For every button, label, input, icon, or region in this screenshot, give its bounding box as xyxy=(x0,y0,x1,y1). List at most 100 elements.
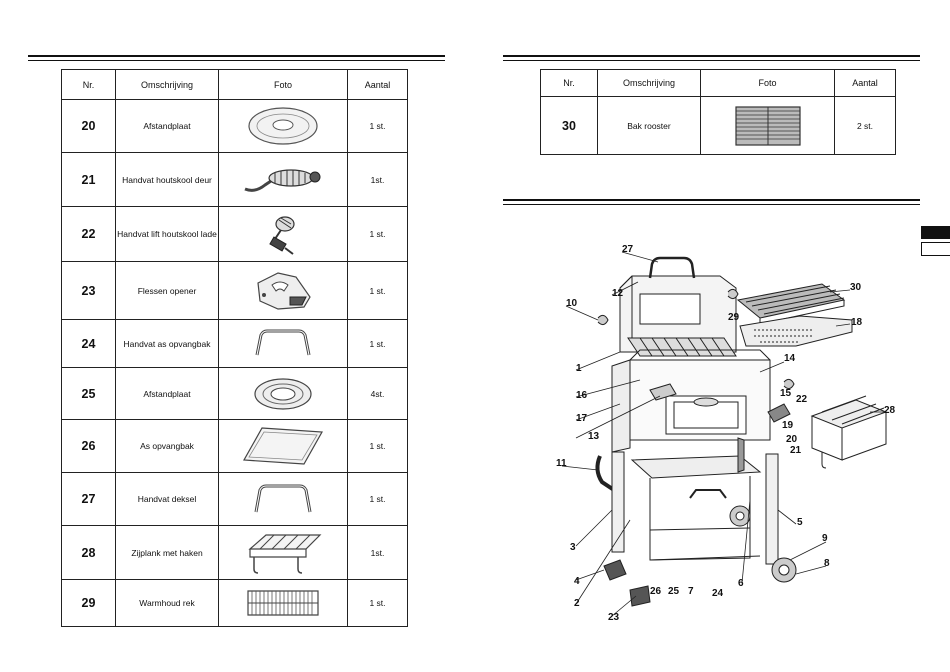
header-nr: Nr. xyxy=(61,69,116,100)
row-photo xyxy=(218,472,348,526)
callout-label: 29 xyxy=(728,312,740,323)
row-nr: 22 xyxy=(61,206,116,262)
callout-label: 28 xyxy=(884,405,896,416)
callout-label: 18 xyxy=(851,317,863,328)
section-tab-active xyxy=(921,226,950,239)
left-header-rule-thin xyxy=(28,60,445,61)
table-row: 26 As opvangbak 1 st. xyxy=(61,419,408,473)
callout-label: 19 xyxy=(782,420,794,431)
diagram-header-rule-thin xyxy=(503,204,920,205)
row-quantity: 1 st. xyxy=(347,206,408,262)
row-description: Handvat deksel xyxy=(115,472,219,526)
grill-drawing xyxy=(595,256,888,607)
row-quantity: 1 st. xyxy=(347,472,408,526)
row-nr: 30 xyxy=(540,96,598,155)
callout-label: 2 xyxy=(574,598,580,609)
row-description: Warmhoud rek xyxy=(115,579,219,627)
row-description: As opvangbak xyxy=(115,419,219,473)
row-photo xyxy=(218,99,348,153)
callout-label: 14 xyxy=(784,353,796,364)
row-description: Flessen opener xyxy=(115,261,219,320)
callout-label: 9 xyxy=(822,533,828,544)
cooking-grate-icon xyxy=(734,105,801,146)
callout-label: 26 xyxy=(650,586,662,597)
row-quantity: 1 st. xyxy=(347,99,408,153)
parts-table-right: Nr. Omschrijving Foto Aantal 30 Bak roos… xyxy=(540,69,896,155)
row-nr: 23 xyxy=(61,261,116,320)
row-description: Handvat houtskool deur xyxy=(115,152,219,207)
row-description: Afstandplaat xyxy=(115,367,219,420)
warming-rack-icon xyxy=(247,590,319,616)
callout-label: 22 xyxy=(796,394,808,405)
table-row: 22 Handvat lift houtskool lade 1 st. xyxy=(61,206,408,262)
parts-table-left: Nr. Omschrijving Foto Aantal 20 Afstandp… xyxy=(61,69,408,627)
left-header-rule xyxy=(28,55,445,57)
callout-label: 23 xyxy=(608,612,620,623)
row-photo xyxy=(218,261,348,320)
table-row: 24 Handvat as opvangbak 1 st. xyxy=(61,319,408,368)
table-row: 23 Flessen opener 1 st. xyxy=(61,261,408,320)
callout-label: 8 xyxy=(824,558,830,569)
callout-label: 12 xyxy=(612,288,624,299)
ash-pan-handle-icon xyxy=(255,329,311,355)
row-description: Bak rooster xyxy=(597,96,701,155)
row-photo xyxy=(218,579,348,627)
callout-label: 27 xyxy=(622,244,634,255)
callout-label: 10 xyxy=(566,298,578,309)
callout-label: 20 xyxy=(786,434,798,445)
row-quantity: 1 st. xyxy=(347,419,408,473)
callout-label: 13 xyxy=(588,431,600,442)
callout-label: 15 xyxy=(780,388,792,399)
table-row: 27 Handvat deksel 1 st. xyxy=(61,472,408,526)
table-row: 29 Warmhoud rek 1 st. xyxy=(61,579,408,627)
header-description: Omschrijving xyxy=(115,69,219,100)
lid-handle-icon xyxy=(254,484,312,513)
row-photo xyxy=(700,96,835,155)
lift-handle-icon xyxy=(269,216,295,255)
row-photo xyxy=(218,419,348,473)
row-photo xyxy=(218,525,348,580)
row-nr: 24 xyxy=(61,319,116,368)
row-nr: 20 xyxy=(61,99,116,153)
row-description: Afstandplaat xyxy=(115,99,219,153)
side-shelf-icon xyxy=(248,533,322,574)
callout-label: 24 xyxy=(712,588,724,599)
callout-label: 6 xyxy=(738,578,744,589)
row-quantity: 1 st. xyxy=(347,261,408,320)
row-quantity: 1 st. xyxy=(347,319,408,368)
row-quantity: 4st. xyxy=(347,367,408,420)
callout-label: 25 xyxy=(668,586,680,597)
spacer-plate-icon xyxy=(248,107,318,145)
row-photo xyxy=(218,206,348,262)
row-photo xyxy=(218,367,348,420)
header-description: Omschrijving xyxy=(597,69,701,97)
table-row: 21 Handvat houtskool deur 1st. xyxy=(61,152,408,207)
section-tab-inactive xyxy=(921,242,950,256)
row-nr: 28 xyxy=(61,525,116,580)
diagram-header-rule xyxy=(503,199,920,201)
table-row: 30 Bak rooster 2 st. xyxy=(540,96,896,155)
table-header-row: Nr. Omschrijving Foto Aantal xyxy=(61,69,408,100)
row-quantity: 1 st. xyxy=(347,579,408,627)
right-header-rule xyxy=(503,55,920,57)
callout-label: 30 xyxy=(850,282,862,293)
callout-label: 7 xyxy=(688,586,694,597)
right-header-rule-thin xyxy=(503,60,920,61)
header-photo: Foto xyxy=(700,69,835,97)
spacer-plate-icon xyxy=(254,377,312,410)
callout-labels: 27 12 10 30 29 18 1 14 16 15 22 17 28 13… xyxy=(556,244,896,623)
table-row: 28 Zijplank met haken 1st. xyxy=(61,525,408,580)
row-quantity: 1st. xyxy=(347,525,408,580)
table-row: 25 Afstandplaat 4st. xyxy=(61,367,408,420)
callout-label: 21 xyxy=(790,445,802,456)
callout-label: 1 xyxy=(576,363,582,374)
callout-label: 16 xyxy=(576,390,588,401)
header-quantity: Aantal xyxy=(347,69,408,100)
charcoal-door-handle-icon xyxy=(244,168,321,192)
bottle-opener-icon xyxy=(257,271,311,310)
header-quantity: Aantal xyxy=(834,69,896,97)
row-nr: 27 xyxy=(61,472,116,526)
callout-label: 17 xyxy=(576,413,588,424)
row-nr: 21 xyxy=(61,152,116,207)
